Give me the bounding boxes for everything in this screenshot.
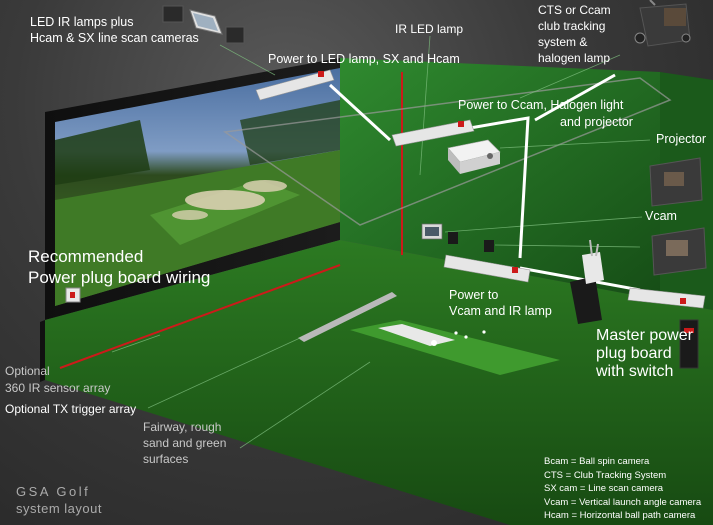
cts-label-4: halogen lamp [538, 51, 611, 65]
optional-tx-label: Optional TX trigger array [5, 402, 137, 416]
vcam-box-icon [651, 227, 707, 276]
led-ir-label-2: Hcam & SX line scan cameras [30, 31, 199, 45]
enclosure-frame [222, 77, 672, 226]
power-vcam-label-1: Power to [449, 288, 499, 302]
recommended-label-2: Power plug board wiring [28, 268, 211, 287]
optional-360-label-1: Optional [5, 364, 50, 378]
fairway-label-2: sand and green [143, 436, 227, 450]
power-wiring [328, 73, 641, 292]
master-power-label-2: plug board [596, 345, 672, 362]
cts-label-3: system & [538, 35, 588, 49]
projection-screen [55, 68, 340, 306]
vcam-small-icon [448, 232, 458, 244]
abbreviation-legend: Bcam = Ball spin camera CTS = Club Track… [544, 455, 701, 523]
power-ccam-label-2: and projector [560, 115, 633, 129]
vcam-label: Vcam [645, 209, 677, 223]
floor-edge [40, 320, 45, 382]
master-power-strip [627, 287, 706, 309]
golf-bag-icon [570, 239, 604, 324]
tx-trigger-array [298, 292, 397, 342]
projector-box-icon [649, 157, 703, 207]
legend-item: SX cam = Line scan camera [544, 483, 664, 494]
power-strip-vcam [443, 254, 531, 283]
led-ir-lamp-icon [162, 5, 245, 44]
master-power-label-3: with switch [596, 363, 674, 380]
ir-sensor-icon [65, 287, 81, 303]
cts-label-1: CTS or Ccam [538, 3, 611, 17]
optional-360-label-2: 360 IR sensor array [5, 381, 111, 395]
brand-name: GSA Golf [16, 484, 91, 499]
back-wall [340, 58, 660, 300]
projector-icon [447, 139, 501, 174]
cts-camera-icon [634, 0, 691, 47]
cts-label-2: club tracking [538, 19, 606, 33]
power-strip-led [255, 69, 335, 101]
power-ccam-label-1: Power to Ccam, Halogen light [458, 98, 624, 112]
power-vcam-label-2: Vcam and IR lamp [449, 304, 552, 318]
fairway-label-1: Fairway, rough [143, 420, 222, 434]
ir-led-lamp-icon [421, 223, 443, 240]
legend-item: Bcam = Ball spin camera [544, 456, 650, 467]
power-led-label: Power to LED lamp, SX and Hcam [268, 52, 460, 66]
ir-led-lamp-label: IR LED lamp [395, 22, 464, 36]
projector-label: Projector [656, 132, 707, 146]
brand-subtitle: system layout [16, 501, 102, 516]
red-cable-floor [59, 264, 341, 369]
golf-ball [431, 340, 437, 346]
power-strip-ccam [391, 119, 475, 147]
legend-item: Vcam = Vertical launch angle camera [544, 496, 702, 508]
recommended-label-1: Recommended [28, 247, 144, 266]
master-power-label-1: Master power [596, 327, 693, 344]
legend-item: CTS = Club Tracking System [544, 469, 667, 481]
hitting-mat [350, 320, 560, 375]
led-ir-label-1: LED IR lamps plus [30, 15, 134, 29]
legend-item: Hcam = Horizontal ball path camera [544, 510, 696, 521]
fairway-label-3: surfaces [143, 452, 189, 466]
bcam-small-icon [484, 240, 494, 252]
